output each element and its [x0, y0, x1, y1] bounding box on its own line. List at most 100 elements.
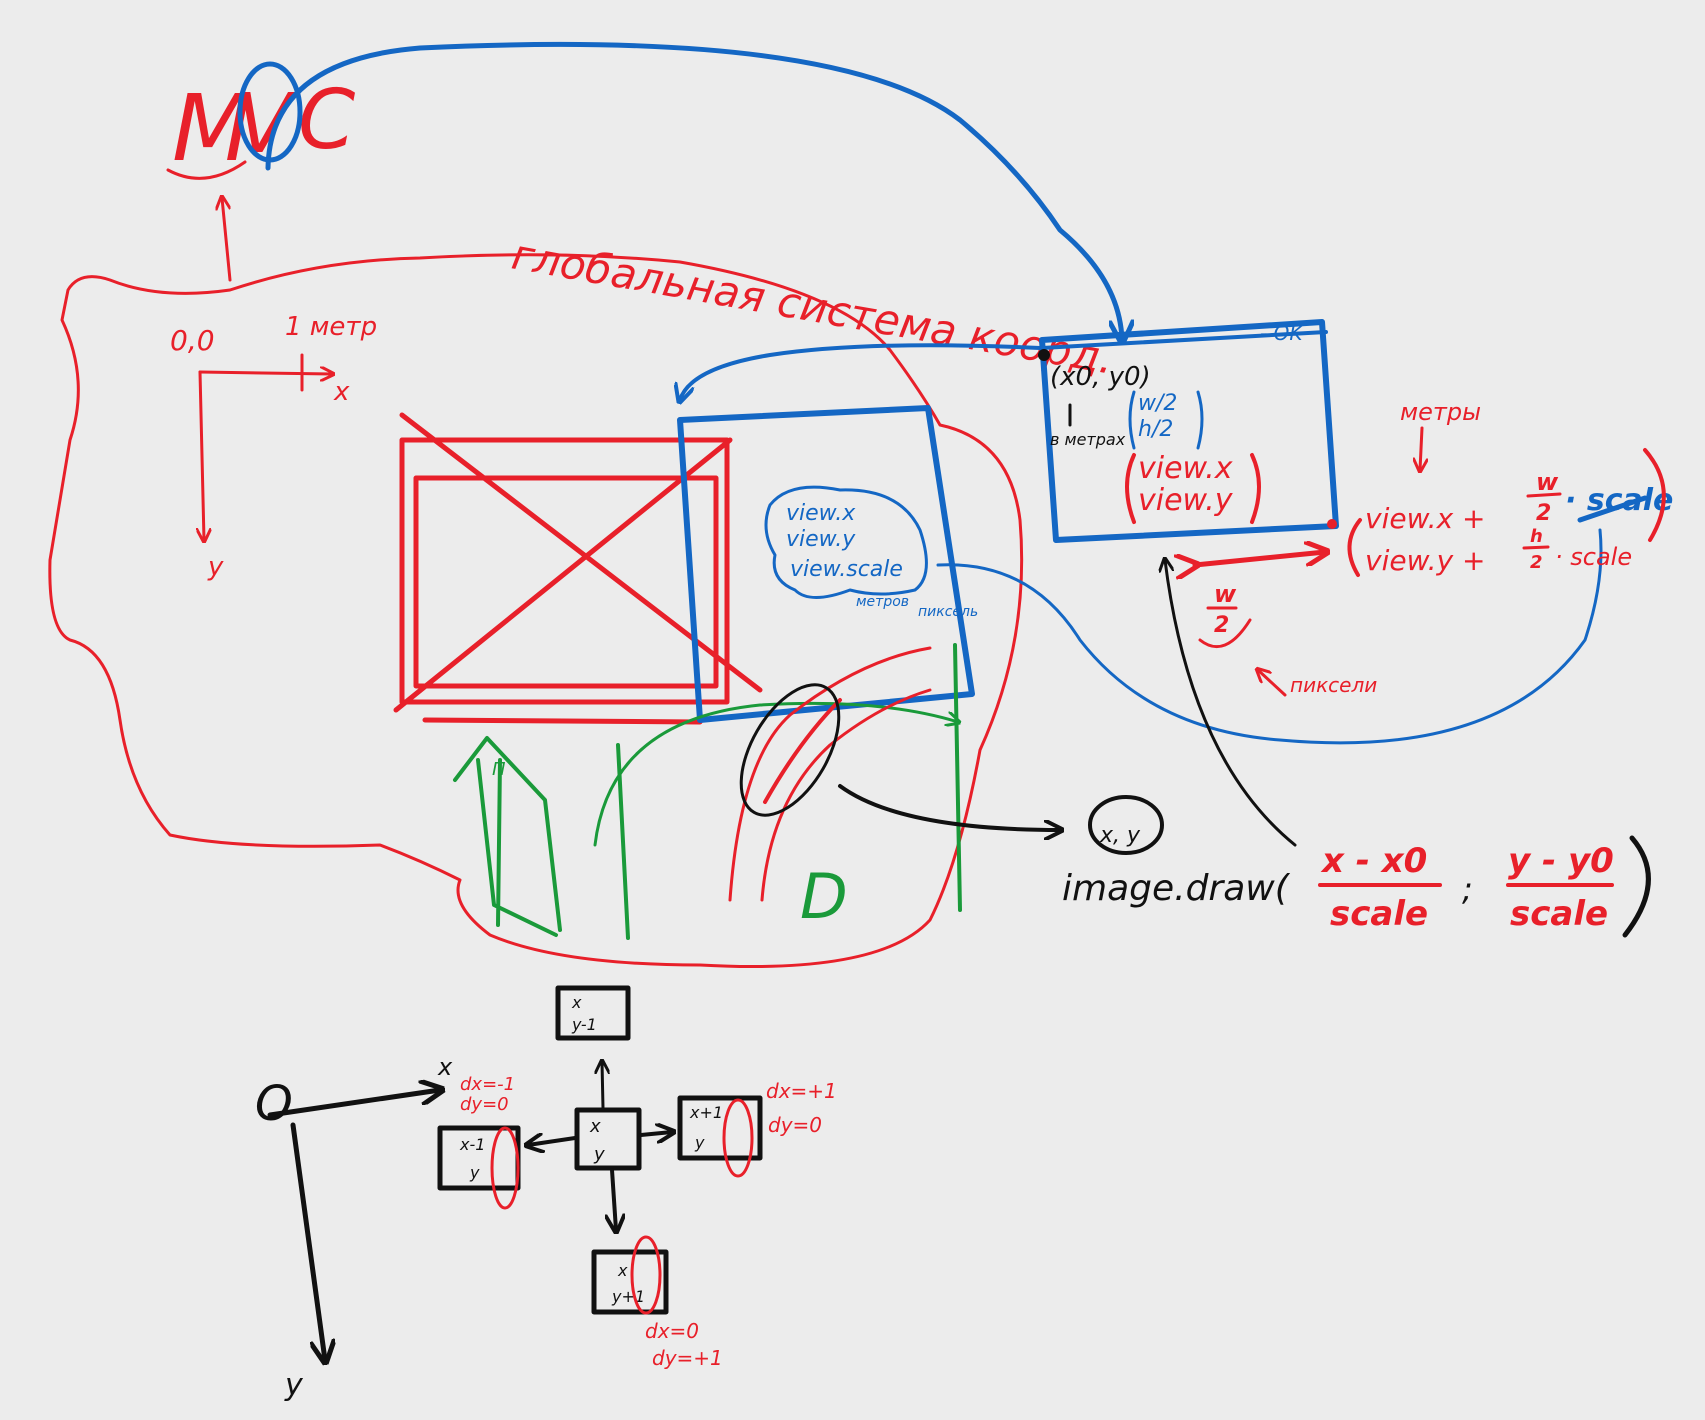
grid-x-axis	[267, 1090, 440, 1118]
half-size-bracket	[1128, 390, 1204, 450]
green-arc	[593, 701, 958, 847]
view-bracket	[1125, 453, 1261, 524]
global-title: глобальная система коорд.	[508, 230, 1117, 384]
formula-line2-bar	[1522, 545, 1550, 550]
tile-left-y: y	[469, 1163, 480, 1182]
scale-link-curve	[936, 528, 1603, 745]
pixels-arrow	[1258, 670, 1287, 697]
arrow-to-bottom	[612, 1168, 616, 1230]
half-width-num: w	[1214, 580, 1237, 608]
world-viewport: view.x view.y view.scale метров пиксель	[677, 343, 1603, 745]
draw-num1: x - x0	[1320, 841, 1427, 881]
left-delta-dy: dy=0	[460, 1094, 509, 1115]
house-outline	[453, 736, 562, 937]
arrow-window-to-viewport	[680, 343, 1042, 400]
grid-y-axis	[290, 1122, 325, 1360]
left-overlap-mark	[490, 1126, 520, 1210]
scene-objects: П D	[453, 643, 1060, 940]
mvc-m: M	[172, 75, 251, 182]
cloud-note-meters: метров	[856, 594, 909, 610]
meters-label: метры	[1400, 398, 1481, 426]
cloud-view-x: view.x	[786, 501, 856, 526]
cross-line-1	[399, 412, 763, 693]
draw-func: image.draw(	[1062, 868, 1291, 909]
house-label: П	[492, 759, 506, 780]
right-overlap-mark	[722, 1098, 754, 1178]
window-title-bar	[1040, 330, 1328, 350]
viewport-rect	[677, 405, 975, 723]
tile-top-y: y-1	[571, 1015, 597, 1034]
tile-right-y: y	[694, 1133, 705, 1152]
tile-top-x: x	[571, 993, 582, 1012]
formula-line2-prefix: view.y +	[1365, 544, 1486, 577]
formula-line2-num: h	[1530, 526, 1543, 547]
tile-center-y: y	[593, 1144, 605, 1165]
formula-line1-prefix: view.x +	[1365, 502, 1486, 535]
tile-center-x: x	[589, 1116, 601, 1137]
draw-num2: y - y0	[1508, 841, 1614, 881]
world-y-axis	[200, 370, 204, 540]
half-width-arrow	[1195, 552, 1325, 565]
bottom-overlap-mark	[630, 1235, 662, 1315]
formula-paren-left	[1347, 518, 1362, 577]
screen-window: - OK (x0, y0) в метрах w/2 h/2 view.x vi…	[1038, 319, 1339, 543]
right-delta-dy: dy=0	[768, 1113, 822, 1137]
crossed-rect-outer	[399, 437, 730, 705]
cloud-view-y: view.y	[786, 527, 856, 552]
meters-arrow	[1420, 426, 1422, 470]
tile-left-x: x-1	[459, 1135, 485, 1154]
tile-bottom-y: y+1	[611, 1287, 645, 1306]
arrow-to-left	[528, 1138, 577, 1145]
mvc-c: C	[298, 73, 355, 168]
arrow-view-to-window	[265, 41, 1122, 340]
arrow-world-to-model	[222, 198, 232, 282]
left-delta-dx: dx=-1	[460, 1074, 515, 1095]
crossed-viewport	[393, 412, 763, 725]
formula-line1-den: 2	[1536, 501, 1551, 526]
draw-den1: scale	[1330, 894, 1428, 934]
cloud-view-scale: view.scale	[790, 557, 903, 582]
bottom-delta-dy: dy=+1	[652, 1346, 723, 1370]
red-road-2	[760, 688, 932, 902]
world-x-axis	[198, 372, 332, 374]
tile-right-x: x+1	[689, 1103, 723, 1122]
green-pole-2	[953, 643, 962, 912]
arrow-to-top	[602, 1062, 603, 1110]
grid-y-axis-label: y	[284, 1368, 304, 1403]
pixels-label: пиксели	[1290, 673, 1377, 697]
center-formula: метры view.x + w 2 · scale view.y + h 2 …	[1195, 398, 1673, 697]
tile-center	[574, 1107, 642, 1171]
scene-d-letter: D	[800, 860, 848, 933]
formula-paren-right	[1643, 448, 1666, 542]
half-width-bracket	[1198, 618, 1252, 649]
tile-label: x, y	[1099, 823, 1141, 848]
tile-right	[677, 1095, 763, 1161]
mvc-group: M V C	[166, 61, 355, 282]
formula-line1-num: w	[1536, 468, 1559, 496]
window-origin-label: (x0, y0)	[1050, 362, 1151, 392]
red-road-1	[728, 646, 932, 902]
window-half-h: h/2	[1138, 417, 1173, 442]
arrow-to-right	[639, 1132, 672, 1135]
tile-bottom	[591, 1249, 669, 1315]
arrow-draw-to-window	[1165, 560, 1297, 847]
tile-top	[555, 985, 631, 1041]
world-origin-label: 0,0	[170, 324, 215, 357]
world-x-unit: 1 метр	[285, 312, 377, 342]
grid-x-axis-label: x	[437, 1053, 453, 1081]
window-corner-dot	[1327, 519, 1337, 529]
world-y-axis-label: y	[207, 552, 224, 582]
draw-call: x, y image.draw( x - x0 scale ; y - y0 s…	[1062, 560, 1651, 938]
tile-grid-diagram: O x y x y x y-1 x-1 y dx=-1 dy=0 x+1 y d…	[255, 985, 837, 1403]
red-curve-segment	[763, 698, 842, 804]
world-boundary	[48, 253, 1024, 968]
tile-blob	[1088, 795, 1164, 855]
formula-line2-suffix: · scale	[1555, 543, 1632, 571]
arrow-selection-to-tile	[838, 784, 1060, 830]
selection-circle	[739, 683, 841, 817]
view-cloud	[764, 485, 928, 599]
window-half-w: w/2	[1138, 391, 1177, 416]
cloud-note-pixels: пиксель	[918, 604, 978, 620]
tile-bottom-x: x	[617, 1261, 628, 1280]
